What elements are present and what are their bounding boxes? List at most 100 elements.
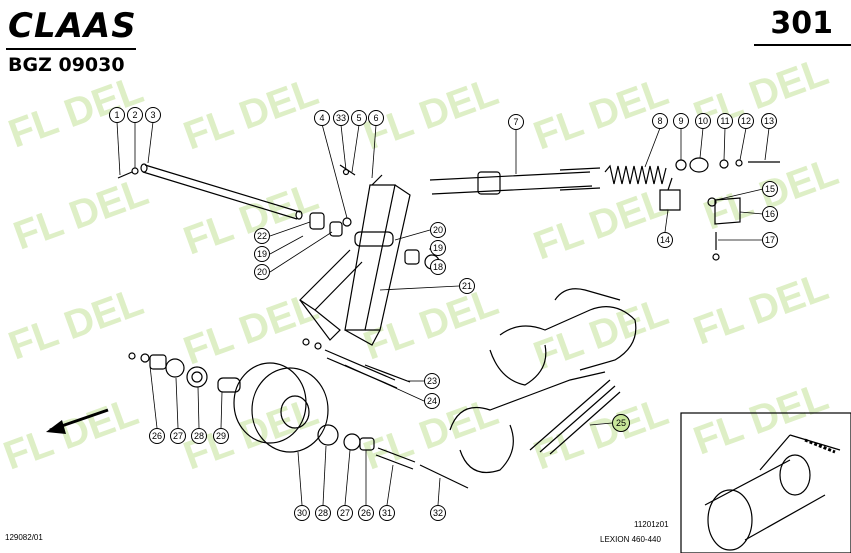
lever-link-end [299, 299, 341, 341]
svg-text:31: 31 [382, 508, 392, 518]
inset-pulley-2 [779, 454, 811, 496]
svg-text:6: 6 [373, 113, 378, 123]
washer-9 [675, 159, 687, 171]
callout-27[interactable]: 27 [337, 505, 353, 521]
svg-text:14: 14 [660, 235, 670, 245]
watermark: FL DEL [528, 179, 674, 268]
callout-31[interactable]: 31 [379, 505, 395, 521]
callout-3[interactable]: 3 [145, 107, 161, 123]
callout-group: 1 2 3 4 33 5 6 7 8 9 10 11 12 13 15 14 1… [109, 107, 778, 521]
inset-frame [680, 412, 851, 553]
callout-12[interactable]: 12 [738, 113, 754, 129]
callout-28[interactable]: 28 [315, 505, 331, 521]
callout-19[interactable]: 19 [430, 240, 446, 256]
washer [314, 342, 322, 350]
svg-text:33: 33 [336, 113, 346, 123]
rod-collar [477, 171, 501, 195]
callout-33[interactable]: 33 [333, 110, 349, 126]
spacer-26b [359, 437, 375, 451]
inset-lever [759, 434, 841, 471]
ring-26 [128, 352, 136, 360]
callout-29[interactable]: 29 [213, 428, 229, 444]
watermark: FL DEL [3, 67, 149, 156]
callout-11[interactable]: 11 [717, 113, 733, 129]
callout-5[interactable]: 5 [351, 110, 367, 126]
drawing-id: 11201z01 [634, 520, 669, 529]
svg-text:28: 28 [194, 431, 204, 441]
circlip-27 [165, 358, 185, 378]
inset-pulley [707, 489, 753, 551]
page-number: 301 [770, 6, 833, 41]
svg-text:11: 11 [720, 116, 729, 126]
callout-8[interactable]: 8 [652, 113, 668, 129]
bearing-28-inner [191, 371, 203, 383]
callout-23[interactable]: 23 [424, 373, 440, 389]
callout-27[interactable]: 27 [170, 428, 186, 444]
pulley-30-hub [280, 395, 310, 429]
callout-30[interactable]: 30 [294, 505, 310, 521]
callout-13[interactable]: 13 [761, 113, 777, 129]
bushing-20 [309, 212, 325, 230]
watermark: FL DEL [8, 169, 154, 258]
svg-text:26: 26 [361, 508, 371, 518]
callout-21[interactable]: 21 [459, 278, 475, 294]
spring-8 [604, 164, 667, 185]
ring-33 [342, 168, 350, 176]
svg-text:27: 27 [173, 431, 183, 441]
spring-cup-10 [689, 157, 709, 173]
pin-31 [375, 447, 416, 470]
sleeve-29 [217, 377, 241, 393]
rod-part [142, 164, 301, 220]
watermark: FL DEL [688, 49, 834, 138]
callout-9[interactable]: 9 [673, 113, 689, 129]
svg-text:2: 2 [132, 110, 137, 120]
lever-tab [371, 174, 383, 186]
callout-7[interactable]: 7 [508, 114, 524, 130]
svg-text:15: 15 [765, 184, 775, 194]
svg-text:12: 12 [741, 116, 751, 126]
callout-4[interactable]: 4 [314, 110, 330, 126]
inset-belt [704, 459, 826, 541]
callout-28[interactable]: 28 [191, 428, 207, 444]
callout-16[interactable]: 16 [762, 206, 778, 222]
brand-logo: CLAAS [8, 6, 137, 46]
callout-25[interactable]: 25 [612, 414, 630, 432]
callout-19[interactable]: 19 [254, 246, 270, 262]
svg-text:23: 23 [427, 376, 437, 386]
callout-20[interactable]: 20 [254, 264, 270, 280]
watermark: FL DEL [0, 389, 144, 478]
callout-26[interactable]: 26 [358, 505, 374, 521]
lever-pin [342, 217, 352, 227]
bushing-20b [329, 221, 343, 237]
svg-text:16: 16 [765, 209, 775, 219]
callout-6[interactable]: 6 [368, 110, 384, 126]
callout-10[interactable]: 10 [695, 113, 711, 129]
ring-27 [140, 353, 150, 363]
arrow-head [46, 420, 66, 434]
svg-text:20: 20 [257, 267, 267, 277]
callout-14[interactable]: 14 [657, 232, 673, 248]
callout-15[interactable]: 15 [762, 181, 778, 197]
belt-top [554, 288, 621, 301]
callout-24[interactable]: 24 [424, 393, 440, 409]
callout-1[interactable]: 1 [109, 107, 125, 123]
spacer-26 [149, 354, 167, 370]
callout-17[interactable]: 17 [762, 232, 778, 248]
inset-spring [804, 438, 836, 454]
bracket-14 [659, 177, 681, 211]
callout-20[interactable]: 20 [430, 222, 446, 238]
bushing-20c [404, 249, 420, 265]
callout-32[interactable]: 32 [430, 505, 446, 521]
belt-loop [489, 344, 547, 386]
svg-text:18: 18 [433, 262, 443, 272]
svg-text:32: 32 [433, 508, 443, 518]
callout-2[interactable]: 2 [127, 107, 143, 123]
pulley-30 [251, 367, 329, 453]
callout-18[interactable]: 18 [430, 259, 446, 275]
callout-22[interactable]: 22 [254, 228, 270, 244]
callout-26[interactable]: 26 [149, 428, 165, 444]
belt-lower-loop [459, 424, 514, 474]
model-label: LEXION 460-440 [600, 535, 661, 544]
lever-arm [344, 184, 396, 331]
part-15 [707, 197, 717, 207]
